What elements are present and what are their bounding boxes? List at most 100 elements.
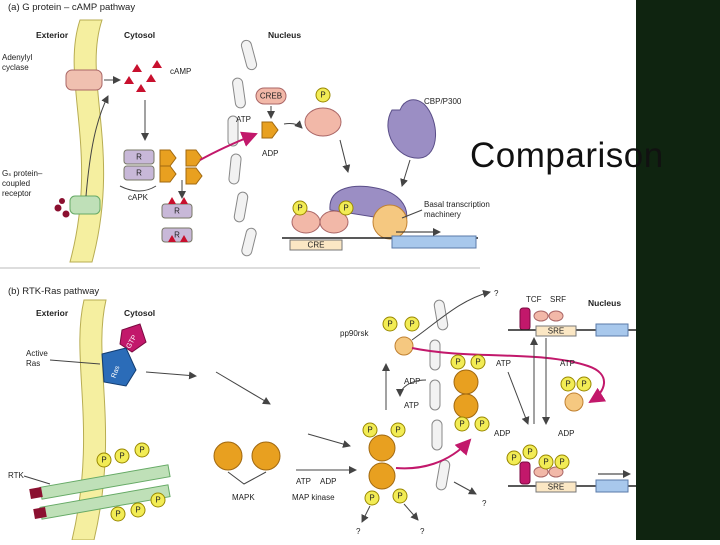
cre-box bbox=[289, 239, 343, 251]
svg-text:P: P bbox=[115, 510, 120, 519]
gtp-shape bbox=[119, 323, 147, 353]
gene-box-a bbox=[391, 235, 477, 249]
pp90rsk-shape bbox=[394, 336, 414, 356]
sre-complex-top: TCF SRF SRE bbox=[508, 295, 636, 337]
question-mark-2: ? bbox=[420, 527, 425, 536]
camp-molecules bbox=[124, 60, 162, 92]
creb-label: CREB bbox=[260, 92, 282, 101]
svg-text:P: P bbox=[459, 420, 464, 429]
adp-label-b1: ADP bbox=[320, 477, 336, 486]
active-ras-label-line2: Ras bbox=[26, 359, 40, 368]
svg-text:P: P bbox=[543, 458, 548, 467]
svg-text:R: R bbox=[136, 169, 142, 178]
map-kinase-label: MAP kinase bbox=[292, 493, 335, 502]
gs-receptor-label-line1: Gₛ protein– bbox=[2, 169, 43, 178]
svg-text:P: P bbox=[397, 492, 402, 501]
svg-text:P: P bbox=[369, 494, 374, 503]
svg-text:P: P bbox=[479, 420, 484, 429]
capk-dissociated: R R bbox=[161, 197, 193, 243]
panel-a-exterior-header: Exterior bbox=[36, 30, 69, 40]
panel-b: (b) RTK-Ras pathway Exterior Cytosol Nuc… bbox=[8, 286, 636, 541]
gs-receptor-label-line2: coupled bbox=[2, 179, 30, 188]
svg-text:TCF: TCF bbox=[526, 295, 542, 304]
basal-transcription-label-line2: machinery bbox=[424, 210, 461, 219]
adp-label-a: ADP bbox=[262, 149, 278, 158]
transcription-complex-a: P P bbox=[291, 185, 408, 240]
panel-b-cytosol-header: Cytosol bbox=[124, 308, 155, 318]
mapk-2 bbox=[251, 441, 281, 471]
svg-text:P: P bbox=[409, 320, 414, 329]
dark-sidebar bbox=[636, 0, 720, 540]
rtk-label: RTK bbox=[8, 471, 25, 480]
panel-a-cytosol-header: Cytosol bbox=[124, 30, 155, 40]
svg-text:P: P bbox=[387, 320, 392, 329]
adp-label-b2: ADP bbox=[404, 377, 420, 386]
capk-complex: R R bbox=[123, 149, 203, 185]
mapk-1 bbox=[213, 441, 243, 471]
panel-a-nucleus-header: Nucleus bbox=[268, 30, 301, 40]
basal-transcription-label-line1: Basal transcription bbox=[424, 200, 490, 209]
nuclear-envelope-b bbox=[429, 299, 451, 491]
gs-receptor-label-line3: receptor bbox=[2, 189, 32, 198]
svg-text:P: P bbox=[581, 380, 586, 389]
active-ras-label-line1: Active bbox=[26, 349, 48, 358]
question-mark-3: ? bbox=[482, 499, 487, 508]
svg-text:P: P bbox=[511, 454, 516, 463]
phospho-creb-p bbox=[315, 87, 331, 103]
svg-text:R: R bbox=[136, 153, 142, 162]
mapk-label: MAPK bbox=[232, 493, 255, 502]
adenylyl-cyclase-label-line2: cyclase bbox=[2, 63, 29, 72]
slide-caption: Comparison bbox=[470, 136, 664, 175]
svg-text:SRF: SRF bbox=[550, 295, 566, 304]
capk-label: cAPK bbox=[128, 193, 149, 202]
panel-b-title: (b) RTK-Ras pathway bbox=[8, 286, 99, 297]
question-mark-4: ? bbox=[494, 289, 499, 298]
creb-shape bbox=[255, 87, 287, 105]
panel-b-exterior-header: Exterior bbox=[36, 308, 69, 318]
svg-text:P: P bbox=[343, 204, 348, 213]
atp-label-b3: ATP bbox=[496, 359, 511, 368]
svg-text:P: P bbox=[475, 358, 480, 367]
pp90rsk-nuclear-shape bbox=[564, 392, 584, 412]
atp-label-b1: ATP bbox=[296, 477, 311, 486]
plasma-membrane-a bbox=[69, 19, 105, 263]
svg-text:P: P bbox=[297, 204, 302, 213]
nuclear-envelope-a bbox=[227, 39, 258, 257]
cre-label: CRE bbox=[308, 241, 325, 250]
panel-a-title: (a) G protein – cAMP pathway bbox=[8, 2, 135, 13]
svg-text:P: P bbox=[367, 426, 372, 435]
panel-a: (a) G protein – cAMP pathway Exterior Cy… bbox=[2, 2, 490, 263]
adp-label-b3: ADP bbox=[494, 429, 510, 438]
adenylyl-cyclase-shape bbox=[65, 69, 103, 91]
panel-b-nucleus-header: Nucleus bbox=[588, 298, 621, 308]
adp-label-b4: ADP bbox=[558, 429, 574, 438]
svg-text:P: P bbox=[455, 358, 460, 367]
svg-text:R: R bbox=[174, 207, 180, 216]
svg-text:P: P bbox=[320, 91, 325, 100]
sre-complex-bottom: P P P P SRE bbox=[506, 444, 636, 493]
gs-receptor-shape bbox=[69, 195, 101, 215]
svg-text:R: R bbox=[174, 231, 180, 240]
ras-label: Ras bbox=[111, 364, 122, 379]
pp90rsk-label: pp90rsk bbox=[340, 329, 369, 338]
svg-text:P: P bbox=[101, 456, 106, 465]
question-mark-1: ? bbox=[356, 527, 361, 536]
svg-text:P: P bbox=[155, 496, 160, 505]
svg-text:P: P bbox=[559, 458, 564, 467]
phospho-mapk: P P P P bbox=[362, 422, 408, 506]
camp-label: cAMP bbox=[170, 67, 191, 76]
atp-label-b4: ATP bbox=[560, 359, 575, 368]
phospho-creb-shape bbox=[304, 107, 342, 137]
svg-text:SRE: SRE bbox=[548, 327, 564, 336]
rtk-dimer: P P P P P P bbox=[29, 442, 171, 522]
cbp-p300-shape bbox=[387, 99, 437, 159]
svg-text:P: P bbox=[139, 446, 144, 455]
cbp-p300-label: CBP/P300 bbox=[424, 97, 462, 106]
svg-text:P: P bbox=[395, 426, 400, 435]
ras-shape bbox=[101, 347, 137, 387]
svg-text:P: P bbox=[565, 380, 570, 389]
atp-label-b2: ATP bbox=[404, 401, 419, 410]
svg-text:P: P bbox=[119, 452, 124, 461]
